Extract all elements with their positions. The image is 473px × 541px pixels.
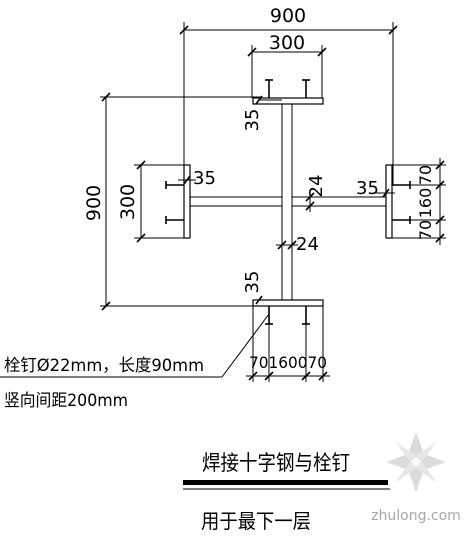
dimension-overall-height: 900 [83,92,262,311]
bottom-flange [252,299,324,307]
watermark: zhulong.com [371,432,461,524]
title-block: 焊接十字钢与栓钉 用于最下一层 [183,451,390,533]
stud-spacing-right-mid-text: 160 [416,188,435,219]
stud-spec-note: 栓钉Ø22mm，长度90mm [4,356,204,376]
stud-pitch-note: 竖向间距200mm [4,391,128,411]
dim-overall-width-text: 900 [270,5,306,27]
web-thickness-vertical: 24 [276,234,319,255]
stud-spacing-right-bottom-text: 70 [416,220,435,240]
shear-studs [165,79,411,325]
stud-spacing-bottom-text: 70160070 [249,353,327,372]
weld-right-text: 35 [356,178,379,199]
web-thickness-v-text: 24 [296,234,319,255]
stud [265,79,273,98]
weld-dimension-top: 35 [242,95,282,132]
weld-dimension-right: 35 [356,178,395,199]
web-thickness-horizontal: 24 [305,175,327,212]
weld-top-text: 35 [242,109,263,132]
stud [302,306,310,325]
stud-spacing-right: 70 160 70 [392,158,446,245]
dim-overall-height-text: 900 [83,185,105,221]
dimension-overall-width: 900 [179,5,398,186]
title-underline-thick [183,480,388,485]
weld-bottom-text: 35 [242,271,263,294]
weld-left-text: 35 [193,168,216,189]
stud-spacing-right-top-text: 70 [416,165,435,185]
stud [392,181,411,189]
dimension-top-flange-width: 300 [247,32,327,98]
steel-cross-section [183,97,393,307]
dimension-left-flange-height: 300 [117,160,186,243]
stud [265,306,273,325]
top-flange [252,97,324,105]
stud [302,79,310,98]
stud [392,216,411,224]
stud-note-leader [0,313,270,378]
drawing-title: 焊接十字钢与栓钉 [202,451,350,475]
drawing-subtitle: 用于最下一层 [201,509,311,533]
weld-dimension-left: 35 [178,168,216,189]
left-flange [183,164,191,239]
weld-dimension-bottom: 35 [242,271,282,305]
stud-spacing-bottom: 70160070 [246,306,330,382]
web-thickness-h-text: 24 [306,175,327,198]
right-flange [385,164,393,239]
dim-left-flange-text: 300 [117,184,139,220]
dim-top-flange-text: 300 [269,32,305,54]
stud [165,181,184,189]
watermark-text: zhulong.com [371,508,461,524]
stud [165,216,184,224]
watermark-logo-icon [386,432,446,492]
